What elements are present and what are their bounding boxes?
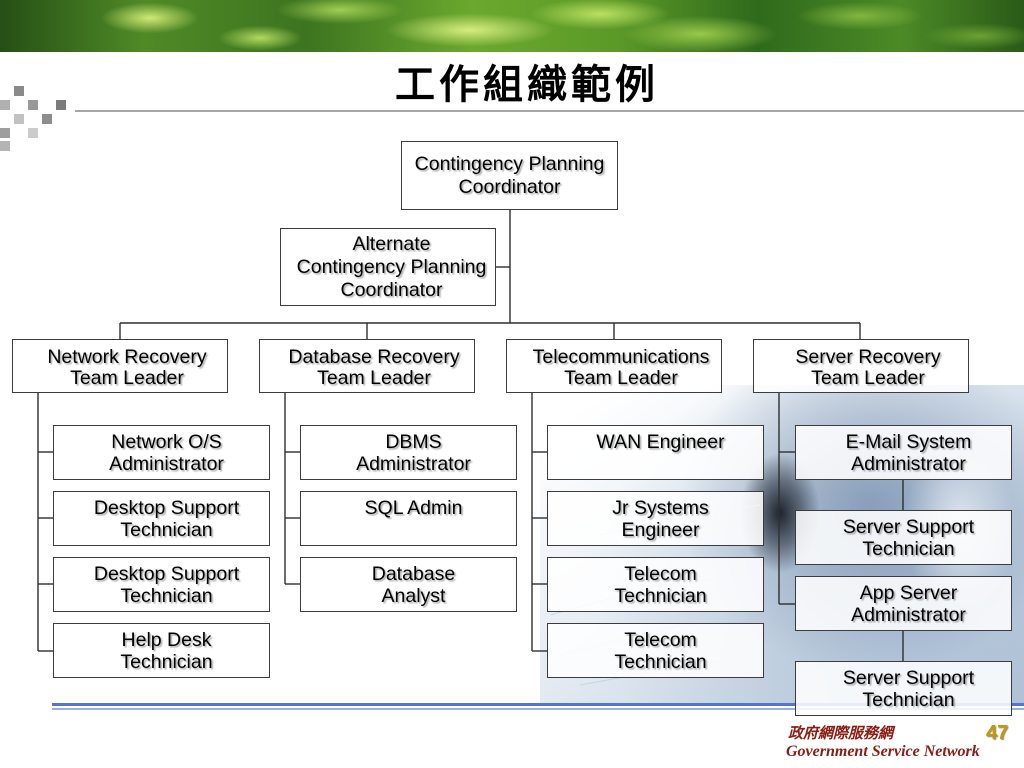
team-member-report-box: Server Support Technician: [795, 510, 1012, 565]
footer-rule: [52, 703, 1024, 706]
team-member-box: Telecom Technician: [547, 557, 764, 612]
alternate-coordinator-box: Alternate Contingency Planning Coordinat…: [280, 228, 496, 306]
decor-square: [56, 100, 66, 110]
network-recovery-leader-box: Network Recovery Team Leader: [12, 339, 228, 393]
contingency-planning-coordinator-box: Contingency Planning Coordinator: [401, 141, 618, 210]
team-member-box: Help Desk Technician: [53, 623, 270, 678]
footer-rule: [52, 708, 1024, 710]
footer-org-name-english: Government Service Network: [786, 743, 980, 760]
team-member-box: Network O/S Administrator: [53, 425, 270, 480]
decor-square: [14, 114, 24, 124]
team-member-box: WAN Engineer: [547, 425, 764, 480]
team-member-report-box: Server Support Technician: [795, 661, 1012, 716]
slide-title: 工作組織範例: [395, 61, 659, 108]
decor-square: [42, 114, 52, 124]
decor-square: [0, 141, 10, 151]
decor-square: [0, 100, 10, 110]
team-member-box: DBMS Administrator: [300, 425, 517, 480]
team-member-box: SQL Admin: [300, 491, 517, 546]
decor-square: [28, 128, 38, 138]
team-member-box: Telecom Technician: [547, 623, 764, 678]
decor-square: [0, 128, 10, 138]
footer-org-name-chinese: 政府網際服務網: [788, 724, 894, 742]
server-recovery-leader-box: Server Recovery Team Leader: [753, 339, 969, 393]
team-member-box: E-Mail System Administrator: [795, 425, 1012, 480]
telecommunications-leader-box: Telecommunications Team Leader: [506, 339, 722, 393]
leaf-banner-image: [0, 0, 1024, 52]
decor-square: [28, 100, 38, 110]
team-member-box: Database Analyst: [300, 557, 517, 612]
team-member-box: App Server Administrator: [795, 576, 1012, 631]
title-divider: [75, 110, 1024, 112]
team-member-box: Desktop Support Technician: [53, 491, 270, 546]
team-member-box: Desktop Support Technician: [53, 557, 270, 612]
team-member-box: Jr Systems Engineer: [547, 491, 764, 546]
page-number: 47: [986, 722, 1009, 744]
decor-square: [14, 86, 24, 96]
database-recovery-leader-box: Database Recovery Team Leader: [259, 339, 475, 393]
